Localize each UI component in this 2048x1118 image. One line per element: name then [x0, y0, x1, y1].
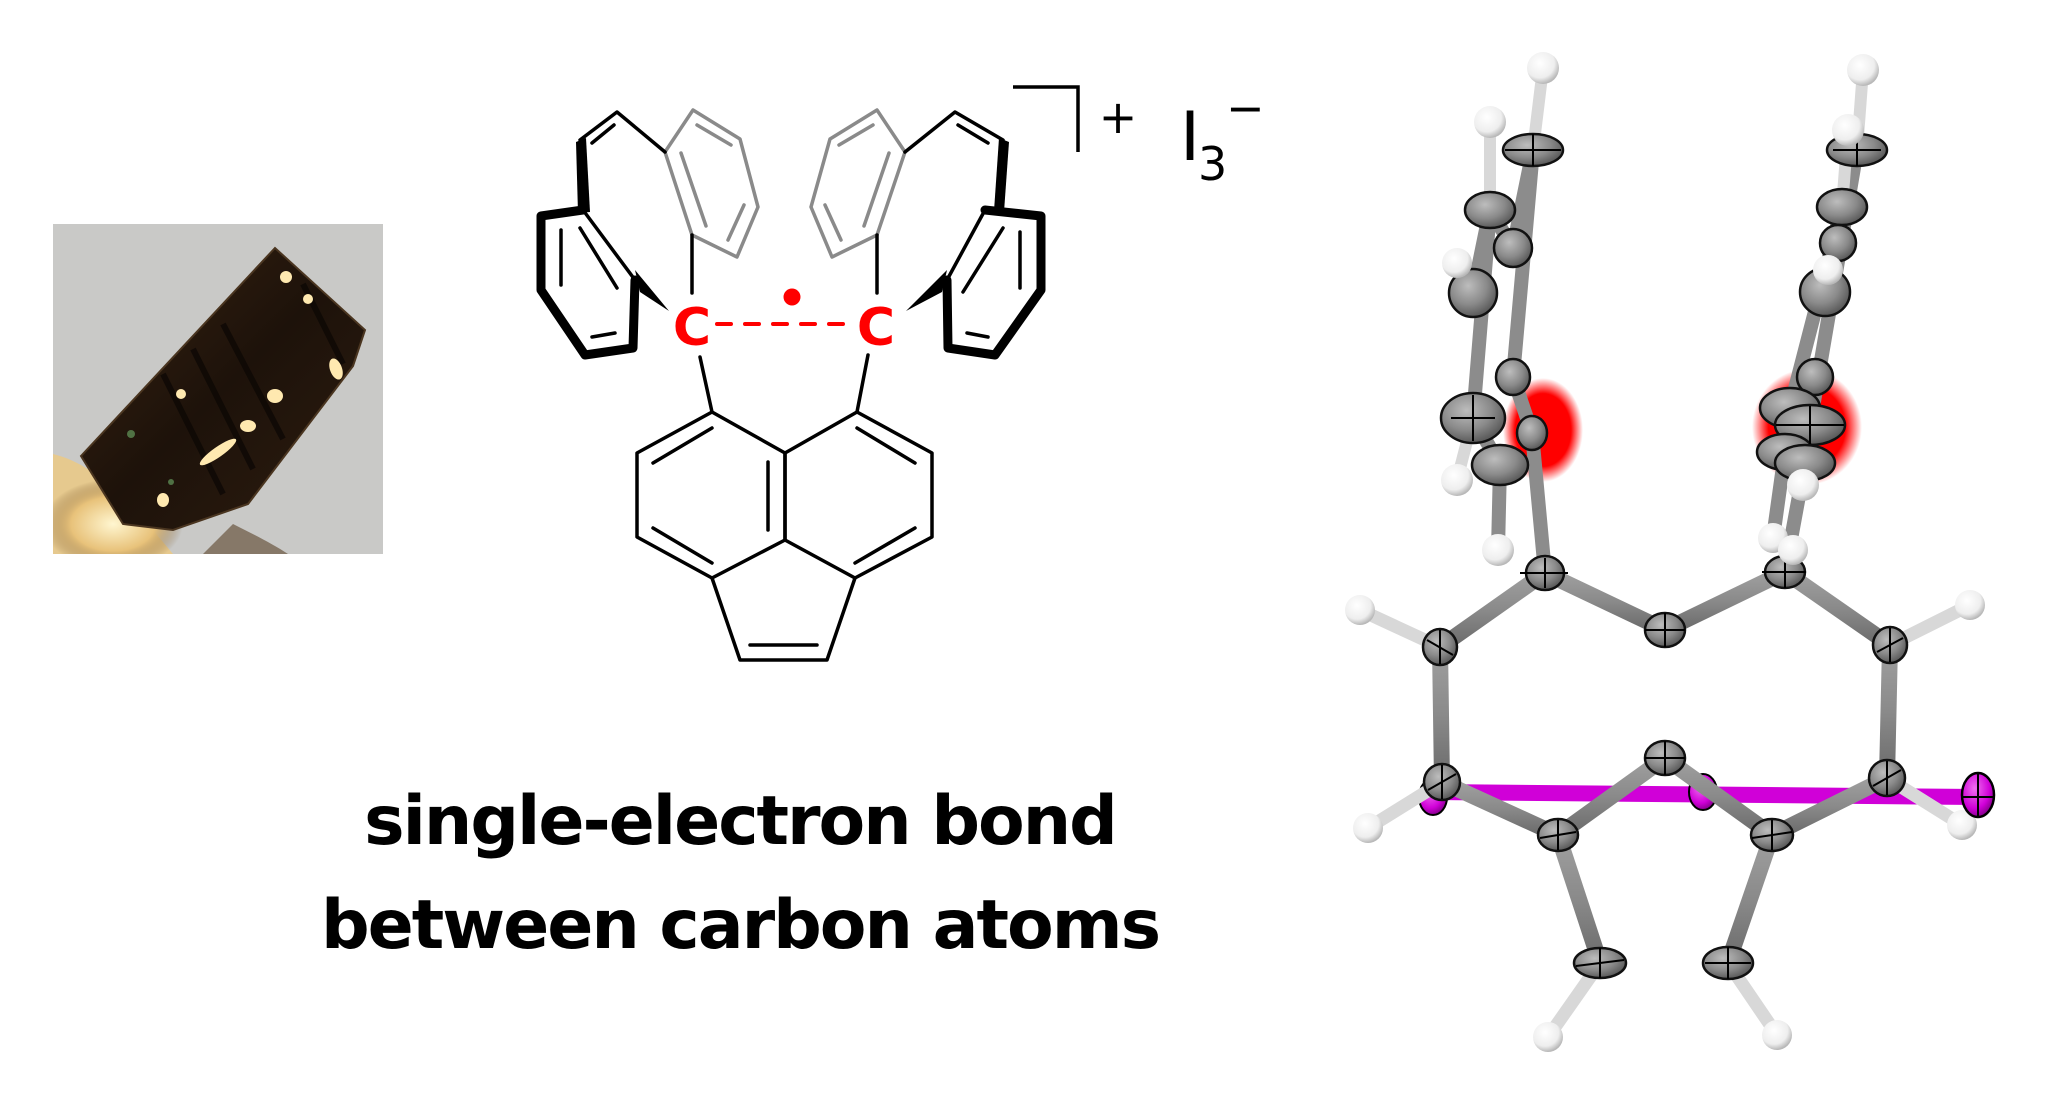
counterion-element: I	[1180, 98, 1200, 177]
ortep-bonds	[1432, 564, 1898, 971]
radical-dot	[783, 288, 801, 306]
charge-bracket	[1013, 85, 1080, 152]
acenaphthylene-core	[635, 410, 934, 662]
caption-line-1: single-electron bond	[364, 782, 1118, 861]
crystal	[79, 246, 367, 532]
chemical-scheme	[536, 108, 1046, 662]
caption-line-2: between carbon atoms	[320, 886, 1161, 965]
radical-carbon-left-label: C	[673, 298, 711, 358]
cation-charge: +	[1099, 90, 1138, 144]
front-aryl-rings	[536, 205, 1046, 360]
bold-bonds	[576, 138, 1009, 213]
wedge-bonds	[635, 270, 947, 311]
counterion-subscript: 3	[1198, 137, 1227, 191]
back-aryl-rings	[663, 108, 907, 259]
counterion-charge: −	[1226, 81, 1265, 135]
radical-carbon-right-label: C	[857, 298, 895, 358]
hydrogen-atoms	[1345, 52, 1985, 1052]
ortep-structure	[1345, 52, 1996, 1052]
crystal-photo	[53, 224, 383, 554]
vinyl-bridges	[578, 110, 1005, 154]
